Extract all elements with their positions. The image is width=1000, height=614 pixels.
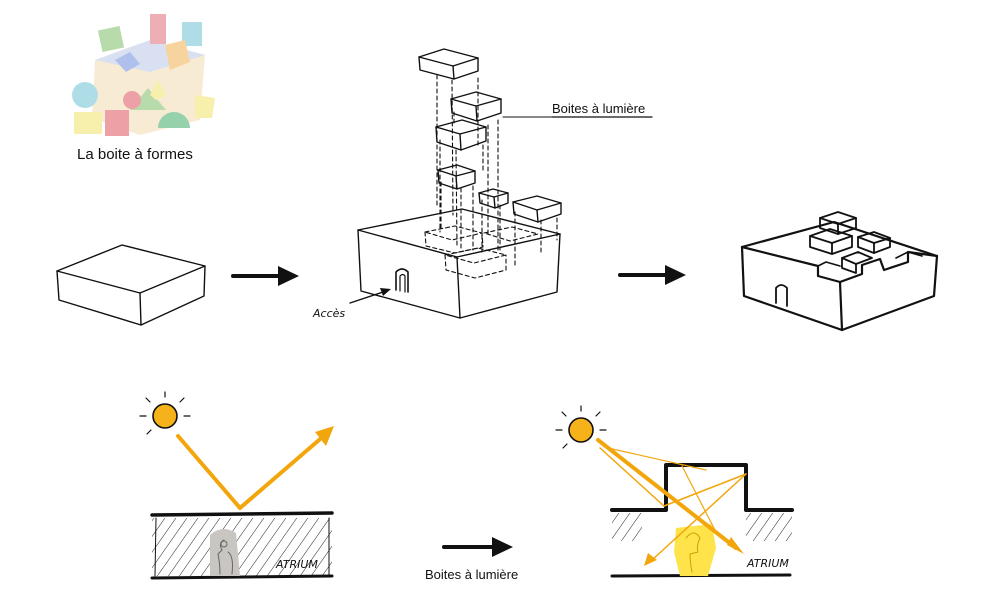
arrow-right-icon bbox=[618, 265, 686, 285]
bottom-caption: Boites à lumière bbox=[425, 567, 519, 582]
toy-caption: La boite à formes bbox=[77, 146, 193, 163]
arrow-right-icon bbox=[231, 266, 299, 286]
person-figure bbox=[674, 524, 716, 576]
arrow-right-icon bbox=[442, 537, 513, 557]
atrium-label-left: ATRIUM bbox=[276, 558, 318, 571]
sun-icon bbox=[139, 391, 191, 435]
exploded-block-sketch bbox=[349, 48, 653, 319]
sun-icon bbox=[555, 405, 607, 449]
plain-box-sketch bbox=[56, 244, 206, 326]
reflection-diagram bbox=[139, 391, 334, 580]
shape-sorter-toy bbox=[72, 14, 215, 136]
lightboxes-label: Boites à lumière bbox=[552, 101, 646, 116]
person-figure bbox=[210, 528, 240, 576]
carved-block-sketch bbox=[740, 211, 939, 332]
lightbox-diagram bbox=[555, 405, 794, 578]
atrium-label-right: ATRIUM bbox=[747, 557, 789, 570]
access-label: Accès bbox=[313, 307, 346, 320]
